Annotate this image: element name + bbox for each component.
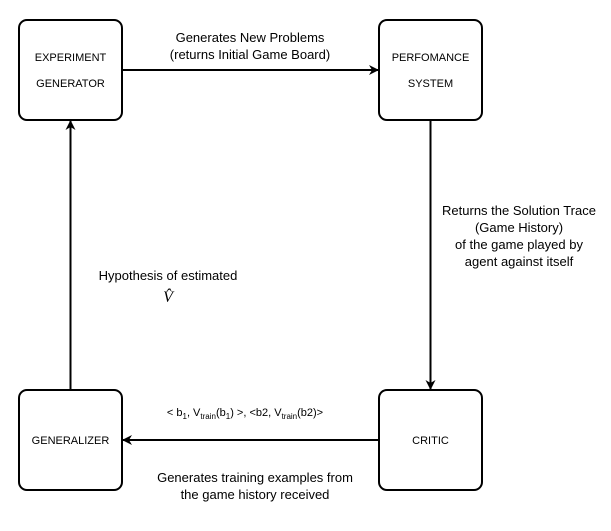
experiment-generator-node[interactable]: EXPERIMENT GENERATOR bbox=[18, 19, 123, 121]
edge-label-hypothesis: Hypothesis of estimated bbox=[99, 268, 238, 283]
critic-node[interactable]: CRITIC bbox=[378, 389, 483, 491]
edge-label-training-examples-line1: Generates training examples from bbox=[157, 470, 353, 485]
edge-label-v-hat-symbol: V̂ bbox=[163, 287, 175, 306]
performance-system-label-line2: SYSTEM bbox=[408, 78, 453, 90]
generalizer-node[interactable]: GENERALIZER bbox=[18, 389, 123, 491]
edge-label-generates-problems-line2: (returns Initial Game Board) bbox=[170, 47, 330, 62]
edge-label-solution-trace-line4: agent against itself bbox=[465, 254, 574, 269]
experiment-generator-label-line1: EXPERIMENT bbox=[35, 52, 107, 64]
edge-label-solution-trace-line3: of the game played by bbox=[455, 237, 583, 252]
edge-label-training-pairs: < b1, Vtrain(b1) >, <b2, Vtrain(b2)> bbox=[167, 407, 323, 421]
performance-system-node[interactable]: PERFOMANCE SYSTEM bbox=[378, 19, 483, 121]
edge-label-solution-trace-line1: Returns the Solution Trace bbox=[442, 203, 596, 218]
experiment-generator-label-line2: GENERATOR bbox=[36, 78, 105, 90]
performance-system-label-line1: PERFOMANCE bbox=[392, 52, 470, 64]
edge-label-training-examples-line2: the game history received bbox=[181, 487, 330, 502]
generalizer-label: GENERALIZER bbox=[32, 435, 110, 447]
critic-label: CRITIC bbox=[412, 435, 449, 447]
edge-label-solution-trace-line2: (Game History) bbox=[475, 220, 563, 235]
edge-label-generates-problems-line1: Generates New Problems bbox=[176, 30, 325, 45]
